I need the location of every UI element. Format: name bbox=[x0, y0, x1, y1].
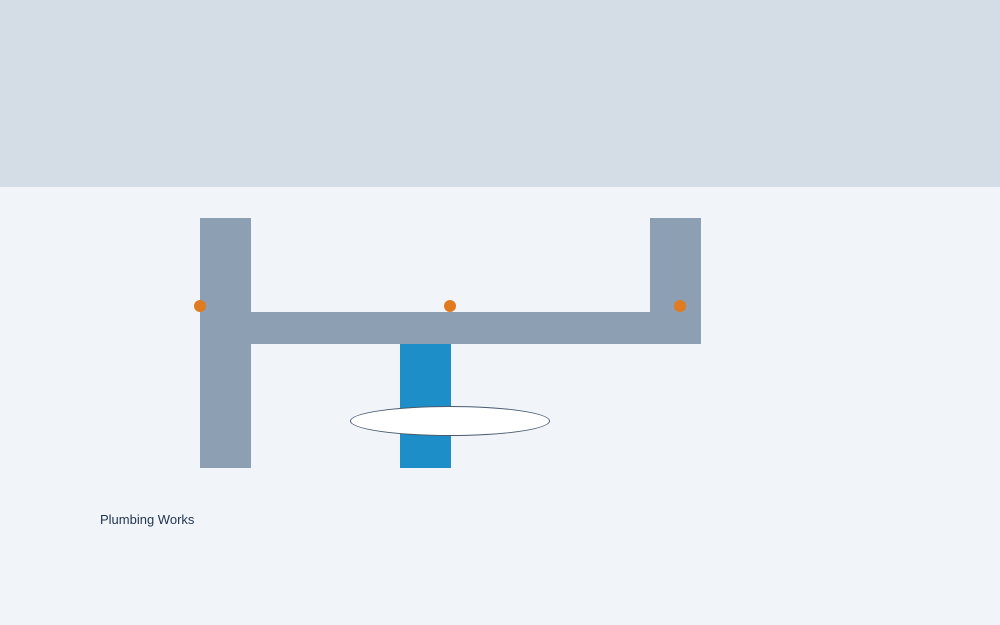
left-joint-marker[interactable] bbox=[194, 300, 206, 312]
right-joint-marker[interactable] bbox=[674, 300, 686, 312]
sky-band bbox=[0, 0, 1000, 187]
right-vertical-pipe[interactable] bbox=[650, 218, 701, 312]
game-title: Plumbing Works bbox=[100, 512, 195, 527]
left-vertical-pipe[interactable] bbox=[200, 218, 251, 468]
play-area bbox=[0, 187, 1000, 625]
valve-disc[interactable] bbox=[350, 406, 550, 436]
center-joint-marker[interactable] bbox=[444, 300, 456, 312]
main-horizontal-pipe[interactable] bbox=[251, 312, 701, 344]
